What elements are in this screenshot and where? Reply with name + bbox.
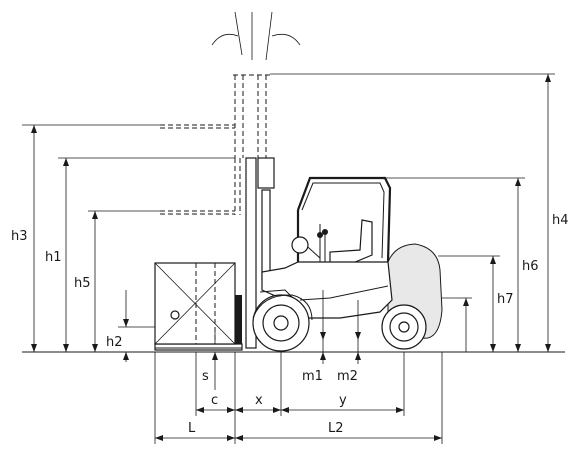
left-dimensions — [22, 124, 235, 362]
load-box — [154, 262, 236, 345]
label-h2: h2 — [106, 335, 123, 350]
label-h7: h7 — [497, 292, 514, 307]
label-h1: h1 — [45, 250, 62, 265]
label-m2: m2 — [337, 369, 358, 384]
label-s: s — [202, 369, 209, 384]
mast-extended-outline — [160, 11, 301, 215]
label-m1: m1 — [302, 369, 323, 384]
label-h4: h4 — [552, 213, 569, 228]
label-x: x — [255, 393, 263, 408]
label-h3: h3 — [11, 229, 28, 244]
label-c: c — [211, 393, 218, 408]
rear-wheel — [381, 304, 427, 350]
front-wheel — [252, 294, 313, 352]
label-h5: h5 — [74, 276, 91, 291]
label-h6: h6 — [522, 259, 539, 274]
bottom-dimensions — [154, 290, 443, 444]
label-y: y — [339, 393, 347, 408]
right-dimensions — [270, 73, 555, 352]
label-L: L — [188, 421, 196, 436]
label-L2: L2 — [328, 421, 344, 436]
